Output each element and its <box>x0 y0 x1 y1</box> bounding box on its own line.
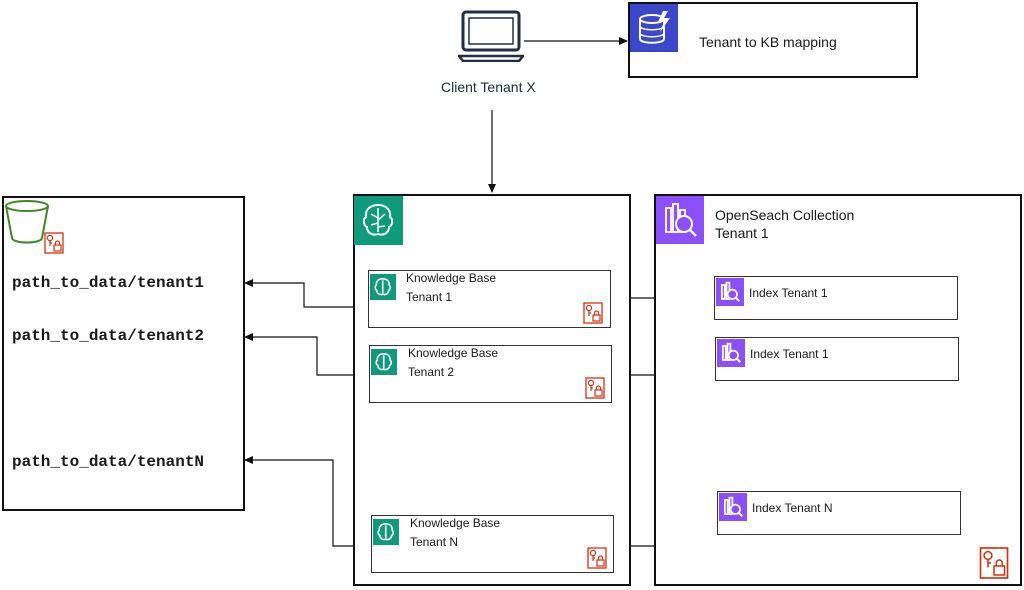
kb2-to-path2-arrow <box>244 333 368 376</box>
kb-tenant1-line2: Tenant 1 <box>406 290 453 304</box>
kb-tenantN-box <box>371 515 614 573</box>
lock-key-icon <box>44 232 64 254</box>
index-tenant2-box <box>715 337 959 381</box>
index-tenantN-label: Index Tenant N <box>752 501 833 515</box>
mapping-label: Tenant to KB mapping <box>699 34 837 50</box>
s3-path-tenant1: path_to_data/tenant1 <box>12 274 205 292</box>
bedrock-icon <box>371 349 397 375</box>
kb1-to-path1-arrow <box>244 279 368 308</box>
opensearch-icon <box>719 493 747 521</box>
bedrock-icon <box>373 519 399 545</box>
opensearch-title-line2: Tenant 1 <box>715 225 769 241</box>
kbn-to-pathn-arrow <box>244 456 371 547</box>
computer-icon <box>456 10 526 63</box>
lock-key-icon <box>585 377 605 399</box>
opensearch-icon <box>656 196 704 244</box>
index-tenantN-box <box>717 491 961 535</box>
index-tenant1-label: Index Tenant 1 <box>749 286 828 300</box>
kb-tenant2-line2: Tenant 2 <box>408 365 455 379</box>
s3-box <box>2 196 245 511</box>
kb-tenantN-line1: Knowledge Base <box>410 516 501 530</box>
bedrock-icon <box>354 196 403 245</box>
opensearch-title-line1: OpenSeach Collection <box>715 207 855 223</box>
dynamodb-icon <box>630 4 678 52</box>
lock-key-icon <box>979 546 1009 580</box>
opensearch-icon <box>717 339 745 367</box>
client-label: Client Tenant X <box>441 79 536 95</box>
s3-bucket-icon <box>3 198 51 246</box>
kb-tenant1-box <box>368 270 611 328</box>
index-tenant1-box <box>714 276 958 320</box>
kb-tenant2-line1: Knowledge Base <box>408 346 499 360</box>
lock-key-icon <box>587 547 607 569</box>
opensearch-icon <box>716 278 744 306</box>
kb-tenant2-box <box>369 345 612 403</box>
bedrock-icon <box>370 274 396 300</box>
lock-key-icon <box>583 302 603 324</box>
index-tenant2-label: Index Tenant 1 <box>750 347 829 361</box>
s3-path-tenant2: path_to_data/tenant2 <box>12 327 205 345</box>
kb-tenant1-line1: Knowledge Base <box>406 271 497 285</box>
kb-tenantN-line2: Tenant N <box>410 535 459 549</box>
s3-path-tenantN: path_to_data/tenantN <box>12 453 205 471</box>
